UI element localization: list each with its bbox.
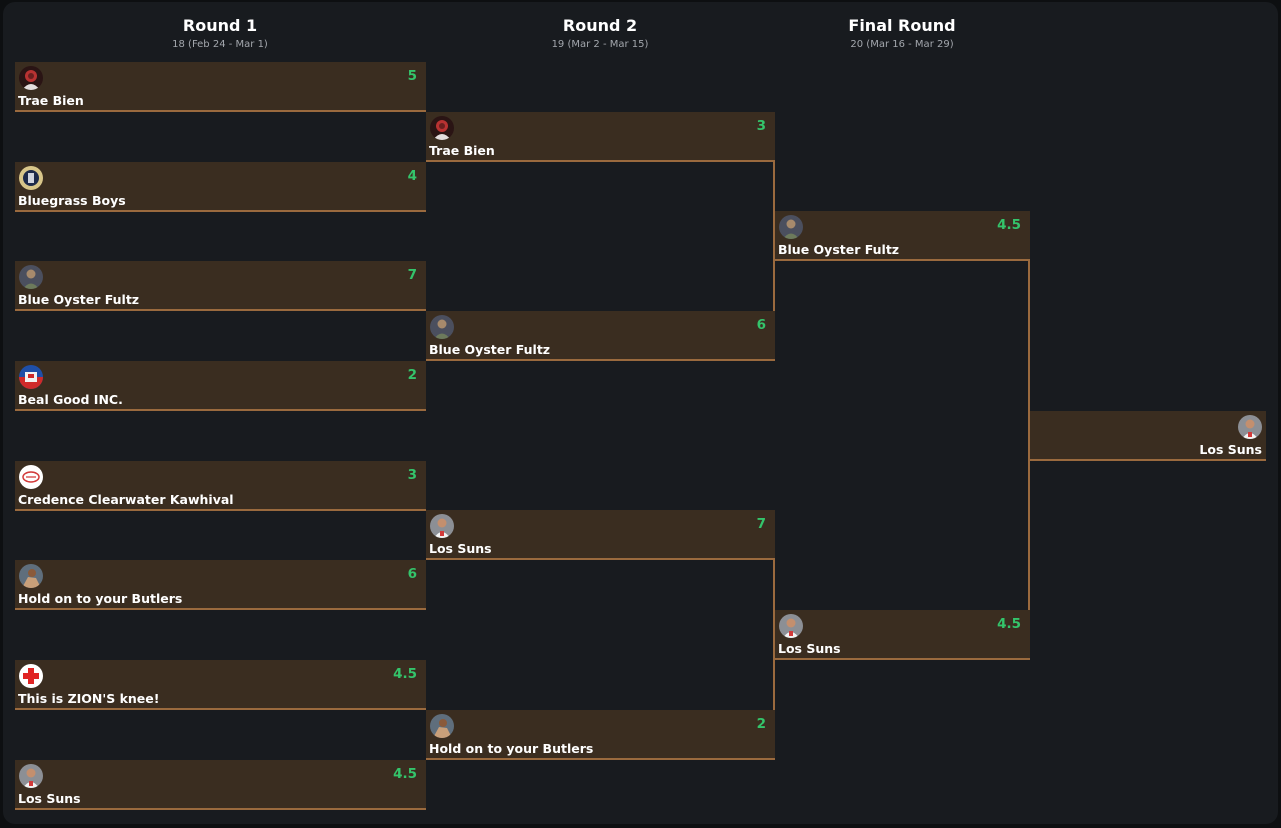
match-card[interactable]: 6 Hold on to your Butlers [15, 560, 426, 610]
team-name: Credence Clearwater Kawhival [18, 492, 234, 507]
round-title: Final Round [848, 16, 956, 35]
butlers-avatar-icon [19, 564, 43, 588]
los-suns-avatar-icon [430, 514, 454, 538]
match-card[interactable]: 4.5 Los Suns [775, 610, 1030, 660]
champion-card[interactable]: Los Suns [1030, 411, 1266, 461]
team-score: 3 [756, 118, 766, 134]
match-card[interactable]: 3 Credence Clearwater Kawhival [15, 461, 426, 511]
team-name: Hold on to your Butlers [429, 741, 594, 756]
round-dates: 20 (Mar 16 - Mar 29) [850, 39, 954, 50]
team-name: Hold on to your Butlers [18, 591, 183, 606]
match-card[interactable]: 7 Los Suns [426, 510, 775, 560]
blue-oyster-fultz-avatar-icon [430, 315, 454, 339]
team-name: Bluegrass Boys [18, 193, 126, 208]
team-score: 4.5 [997, 217, 1021, 233]
round-header-2: Round 2 19 (Mar 2 - Mar 15) [470, 16, 730, 50]
los-suns-avatar-icon [779, 614, 803, 638]
butlers-avatar-icon [430, 714, 454, 738]
match-card[interactable]: 4 Bluegrass Boys [15, 162, 426, 212]
round-dates: 18 (Feb 24 - Mar 1) [172, 39, 268, 50]
match-card[interactable]: 7 Blue Oyster Fultz [15, 261, 426, 311]
trae-bien-avatar-icon [19, 66, 43, 90]
team-name: Los Suns [778, 641, 841, 656]
connector-line [773, 160, 775, 360]
connector-line [773, 558, 775, 758]
team-name: Trae Bien [429, 143, 495, 158]
match-card[interactable]: 4.5 Los Suns [15, 760, 426, 810]
los-suns-avatar-icon [1238, 415, 1262, 439]
beal-good-avatar-icon [19, 365, 43, 389]
match-card[interactable]: 3 Trae Bien [426, 112, 775, 162]
team-score: 6 [407, 566, 417, 582]
team-score: 2 [756, 716, 766, 732]
team-score: 7 [407, 267, 417, 283]
team-score: 4.5 [393, 766, 417, 782]
team-score: 2 [407, 367, 417, 383]
team-score: 4 [407, 168, 417, 184]
team-score: 5 [407, 68, 417, 84]
bracket-container: Round 1 18 (Feb 24 - Mar 1) Round 2 19 (… [3, 2, 1278, 824]
blue-oyster-fultz-avatar-icon [779, 215, 803, 239]
team-score: 6 [756, 317, 766, 333]
round-title: Round 2 [562, 16, 638, 35]
champion-name: Los Suns [1199, 442, 1262, 457]
team-name: Blue Oyster Fultz [429, 342, 551, 357]
team-name: Blue Oyster Fultz [778, 242, 900, 257]
team-name: Trae Bien [18, 93, 84, 108]
credence-avatar-icon [19, 465, 43, 489]
round-header-final: Final Round 20 (Mar 16 - Mar 29) [772, 16, 1032, 50]
team-score: 7 [756, 516, 766, 532]
connector-line [1028, 259, 1030, 659]
team-name: Los Suns [429, 541, 492, 556]
blue-oyster-fultz-avatar-icon [19, 265, 43, 289]
round-title: Round 1 [182, 16, 258, 35]
match-card[interactable]: 2 Hold on to your Butlers [426, 710, 775, 760]
match-card[interactable]: 5 Trae Bien [15, 62, 426, 112]
team-score: 3 [407, 467, 417, 483]
round-header-1: Round 1 18 (Feb 24 - Mar 1) [90, 16, 350, 50]
team-name: Los Suns [18, 791, 81, 806]
match-card[interactable]: 4.5 Blue Oyster Fultz [775, 211, 1030, 261]
match-card[interactable]: 2 Beal Good INC. [15, 361, 426, 411]
trae-bien-avatar-icon [430, 116, 454, 140]
match-card[interactable]: 6 Blue Oyster Fultz [426, 311, 775, 361]
round-dates: 19 (Mar 2 - Mar 15) [551, 39, 649, 50]
team-score: 4.5 [997, 616, 1021, 632]
team-score: 4.5 [393, 666, 417, 682]
team-name: Beal Good INC. [18, 392, 123, 407]
red-cross-avatar-icon [19, 664, 43, 688]
los-suns-avatar-icon [19, 764, 43, 788]
bluegrass-boys-avatar-icon [19, 166, 43, 190]
match-card[interactable]: 4.5 This is ZION'S knee! [15, 660, 426, 710]
team-name: This is ZION'S knee! [18, 691, 160, 706]
team-name: Blue Oyster Fultz [18, 292, 140, 307]
